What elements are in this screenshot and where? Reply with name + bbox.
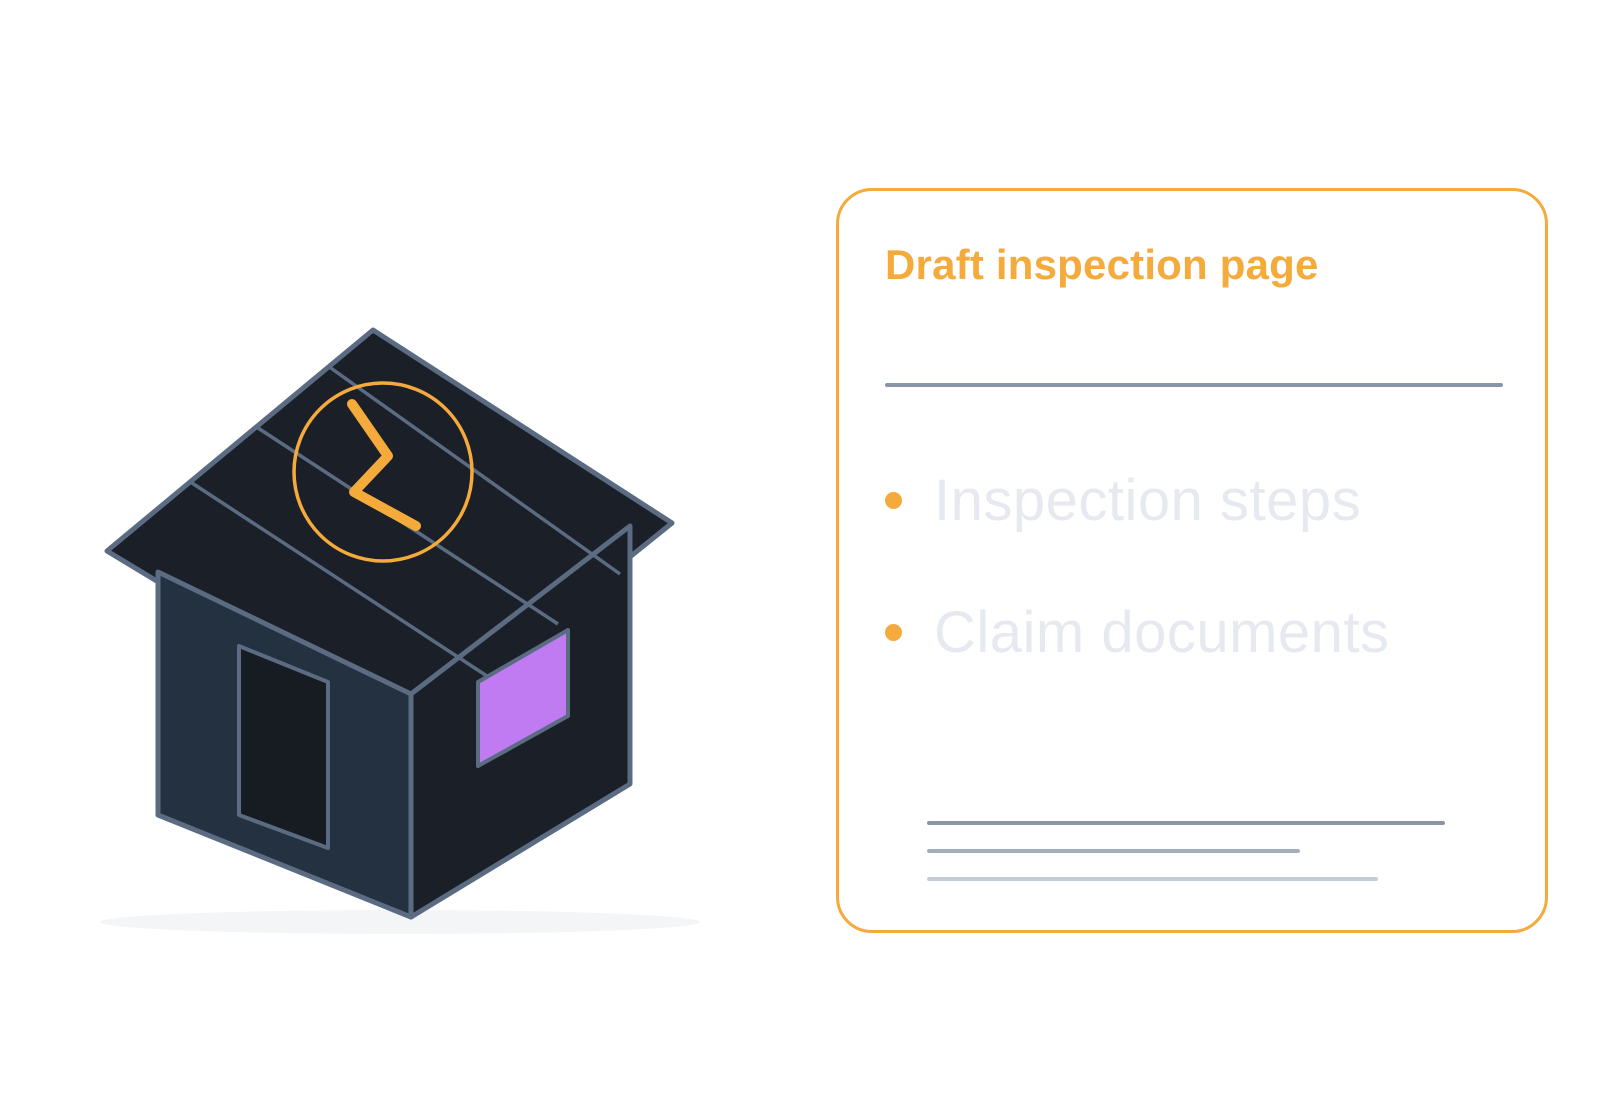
- door: [237, 644, 330, 850]
- checklist: Inspection steps Claim documents: [885, 446, 1390, 710]
- list-item: Inspection steps: [885, 446, 1390, 578]
- house-shadow: [100, 910, 700, 934]
- list-item: Claim documents: [885, 578, 1390, 710]
- damage-marker-circle: [292, 381, 474, 563]
- roof-seam-line: [326, 364, 622, 576]
- placeholder-text-line: [927, 849, 1300, 853]
- list-item-label: Claim documents: [934, 599, 1390, 665]
- dot-icon: [885, 491, 902, 509]
- list-item-label: Inspection steps: [934, 467, 1362, 533]
- placeholder-text-line: [927, 877, 1378, 881]
- card-divider: [885, 383, 1503, 387]
- window: [476, 628, 570, 768]
- placeholder-text-line: [927, 821, 1445, 825]
- inspection-card: Draft inspection page Inspection steps C…: [836, 188, 1548, 933]
- house-svg: [100, 327, 700, 934]
- house-illustration: [0, 0, 760, 1120]
- card-title: Draft inspection page: [885, 241, 1319, 288]
- dot-icon: [885, 623, 902, 641]
- lightning-bolt-icon: [347, 399, 421, 531]
- roof-seam-line: [191, 481, 491, 680]
